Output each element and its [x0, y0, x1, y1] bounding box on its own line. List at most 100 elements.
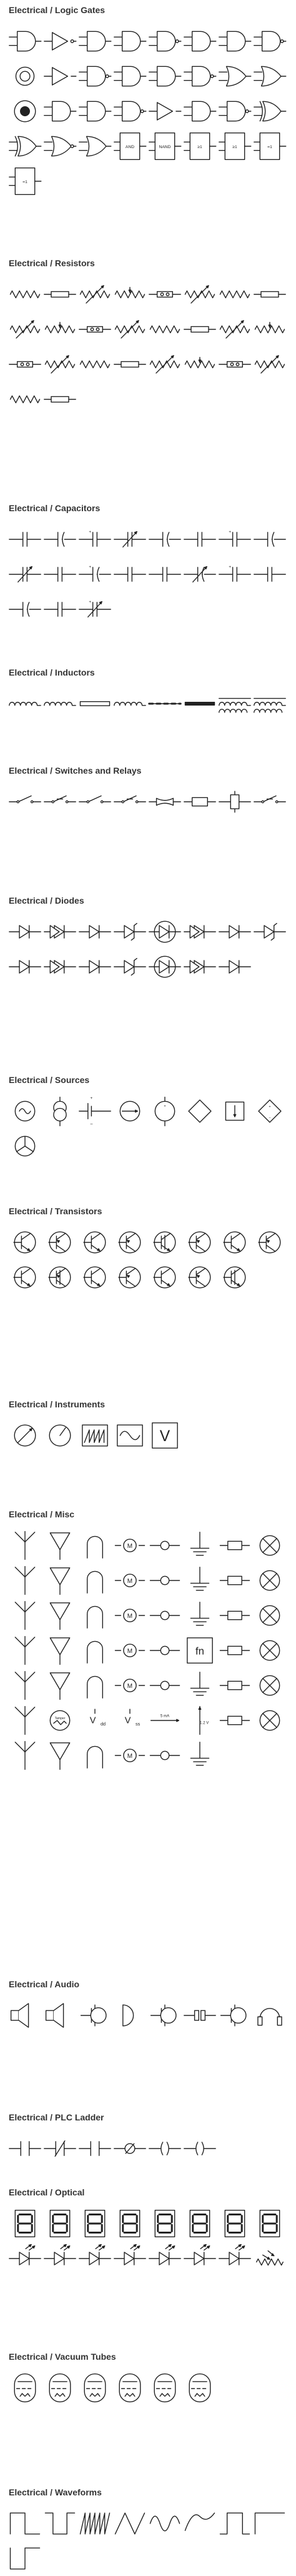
misc-symbol-25[interactable] — [7, 1633, 42, 1668]
resistors-symbol-13[interactable] — [147, 312, 182, 347]
logic-gates-symbol-28[interactable]: AND — [112, 129, 147, 164]
misc-symbol-46[interactable]: 1.2 V — [182, 1703, 217, 1738]
vacuum-tubes-symbol-5[interactable] — [147, 2370, 182, 2405]
inductors-symbol-6[interactable] — [182, 686, 217, 721]
diodes-symbol-11[interactable] — [77, 949, 112, 984]
capacitors-symbol-10[interactable] — [42, 557, 77, 592]
optical-symbol-8[interactable] — [252, 2206, 287, 2241]
capacitors-symbol-9[interactable] — [7, 557, 42, 592]
logic-gates-symbol-20[interactable] — [112, 94, 147, 129]
misc-symbol-40[interactable] — [252, 1668, 287, 1703]
inductors-symbol-3[interactable] — [77, 686, 112, 721]
transistors-symbol-3[interactable] — [77, 1225, 112, 1260]
misc-symbol-50[interactable] — [42, 1738, 77, 1773]
waveforms-symbol-1[interactable] — [7, 2506, 42, 2541]
capacitors-symbol-12[interactable] — [112, 557, 147, 592]
misc-symbol-27[interactable] — [77, 1633, 112, 1668]
misc-symbol-18[interactable] — [42, 1598, 77, 1633]
diodes-symbol-9[interactable] — [7, 949, 42, 984]
inductors-symbol-5[interactable] — [147, 686, 182, 721]
misc-symbol-17[interactable] — [7, 1598, 42, 1633]
sources-symbol-3[interactable]: +− — [77, 1094, 112, 1129]
diodes-symbol-15[interactable] — [217, 949, 252, 984]
audio-symbol-2[interactable] — [42, 1998, 77, 2033]
instruments-symbol-3[interactable] — [77, 1418, 112, 1453]
resistors-symbol-25[interactable] — [7, 382, 42, 417]
logic-gates-symbol-8[interactable] — [252, 24, 287, 59]
sources-symbol-8[interactable]: +− — [252, 1094, 287, 1129]
audio-symbol-1[interactable] — [7, 1998, 42, 2033]
vacuum-tubes-symbol-6[interactable] — [182, 2370, 217, 2405]
capacitors-symbol-17[interactable] — [7, 592, 42, 627]
misc-symbol-34[interactable] — [42, 1668, 77, 1703]
transistors-symbol-12[interactable] — [112, 1260, 147, 1295]
misc-symbol-54[interactable] — [182, 1738, 217, 1773]
instruments-symbol-1[interactable] — [7, 1418, 42, 1453]
capacitors-symbol-18[interactable] — [42, 592, 77, 627]
optical-symbol-3[interactable] — [77, 2206, 112, 2241]
instruments-symbol-4[interactable] — [112, 1418, 147, 1453]
sources-symbol-7[interactable] — [217, 1094, 252, 1129]
logic-gates-symbol-17[interactable] — [7, 94, 42, 129]
misc-symbol-23[interactable] — [217, 1598, 252, 1633]
optical-symbol-16[interactable] — [252, 2241, 287, 2276]
instruments-symbol-2[interactable] — [42, 1418, 77, 1453]
plc-ladder-symbol-1[interactable] — [7, 2131, 42, 2166]
vacuum-tubes-symbol-2[interactable] — [42, 2370, 77, 2405]
logic-gates-symbol-27[interactable] — [77, 129, 112, 164]
optical-symbol-11[interactable] — [77, 2241, 112, 2276]
misc-symbol-10[interactable] — [42, 1563, 77, 1598]
logic-gates-symbol-14[interactable] — [182, 59, 217, 94]
switches-relays-symbol-4[interactable] — [112, 784, 147, 819]
logic-gates-symbol-16[interactable] — [252, 59, 287, 94]
diodes-symbol-13[interactable] — [147, 949, 182, 984]
plc-ladder-symbol-6[interactable] — [182, 2131, 217, 2166]
resistors-symbol-22[interactable] — [182, 347, 217, 382]
inductors-symbol-1[interactable] — [7, 686, 42, 721]
waveforms-symbol-5[interactable] — [147, 2506, 182, 2541]
logic-gates-symbol-22[interactable] — [182, 94, 217, 129]
misc-symbol-36[interactable]: M — [112, 1668, 147, 1703]
transistors-symbol-1[interactable] — [7, 1225, 42, 1260]
diodes-symbol-4[interactable] — [112, 914, 147, 949]
switches-relays-symbol-6[interactable] — [182, 784, 217, 819]
resistors-symbol-7[interactable] — [217, 277, 252, 312]
audio-symbol-5[interactable] — [147, 1998, 182, 2033]
waveforms-symbol-7[interactable] — [217, 2506, 252, 2541]
logic-gates-symbol-2[interactable] — [42, 24, 77, 59]
waveforms-symbol-3[interactable] — [77, 2506, 112, 2541]
switches-relays-symbol-2[interactable] — [42, 784, 77, 819]
inductors-symbol-7[interactable] — [217, 686, 252, 721]
capacitors-symbol-4[interactable] — [112, 522, 147, 557]
switches-relays-symbol-5[interactable] — [147, 784, 182, 819]
capacitors-symbol-8[interactable] — [252, 522, 287, 557]
waveforms-symbol-6[interactable] — [182, 2506, 217, 2541]
diodes-symbol-1[interactable] — [7, 914, 42, 949]
audio-symbol-3[interactable] — [77, 1998, 112, 2033]
resistors-symbol-19[interactable] — [77, 347, 112, 382]
misc-symbol-24[interactable] — [252, 1598, 287, 1633]
misc-symbol-19[interactable] — [77, 1598, 112, 1633]
misc-symbol-42[interactable]: Tamper — [42, 1703, 77, 1738]
capacitors-symbol-5[interactable] — [147, 522, 182, 557]
vacuum-tubes-symbol-3[interactable] — [77, 2370, 112, 2405]
switches-relays-symbol-8[interactable] — [252, 784, 287, 819]
plc-ladder-symbol-4[interactable] — [112, 2131, 147, 2166]
diodes-symbol-7[interactable] — [217, 914, 252, 949]
misc-symbol-5[interactable] — [147, 1528, 182, 1563]
switches-relays-symbol-3[interactable] — [77, 784, 112, 819]
resistors-symbol-24[interactable] — [252, 347, 287, 382]
logic-gates-symbol-19[interactable] — [77, 94, 112, 129]
vacuum-tubes-symbol-4[interactable] — [112, 2370, 147, 2405]
transistors-symbol-9[interactable] — [7, 1260, 42, 1295]
logic-gates-symbol-3[interactable] — [77, 24, 112, 59]
waveforms-symbol-9[interactable] — [7, 2541, 42, 2576]
resistors-symbol-9[interactable] — [7, 312, 42, 347]
diodes-symbol-3[interactable] — [77, 914, 112, 949]
logic-gates-symbol-32[interactable]: =1 — [252, 129, 287, 164]
resistors-symbol-26[interactable] — [42, 382, 77, 417]
capacitors-symbol-1[interactable] — [7, 522, 42, 557]
capacitors-symbol-16[interactable] — [252, 557, 287, 592]
optical-symbol-7[interactable] — [217, 2206, 252, 2241]
transistors-symbol-14[interactable] — [182, 1260, 217, 1295]
